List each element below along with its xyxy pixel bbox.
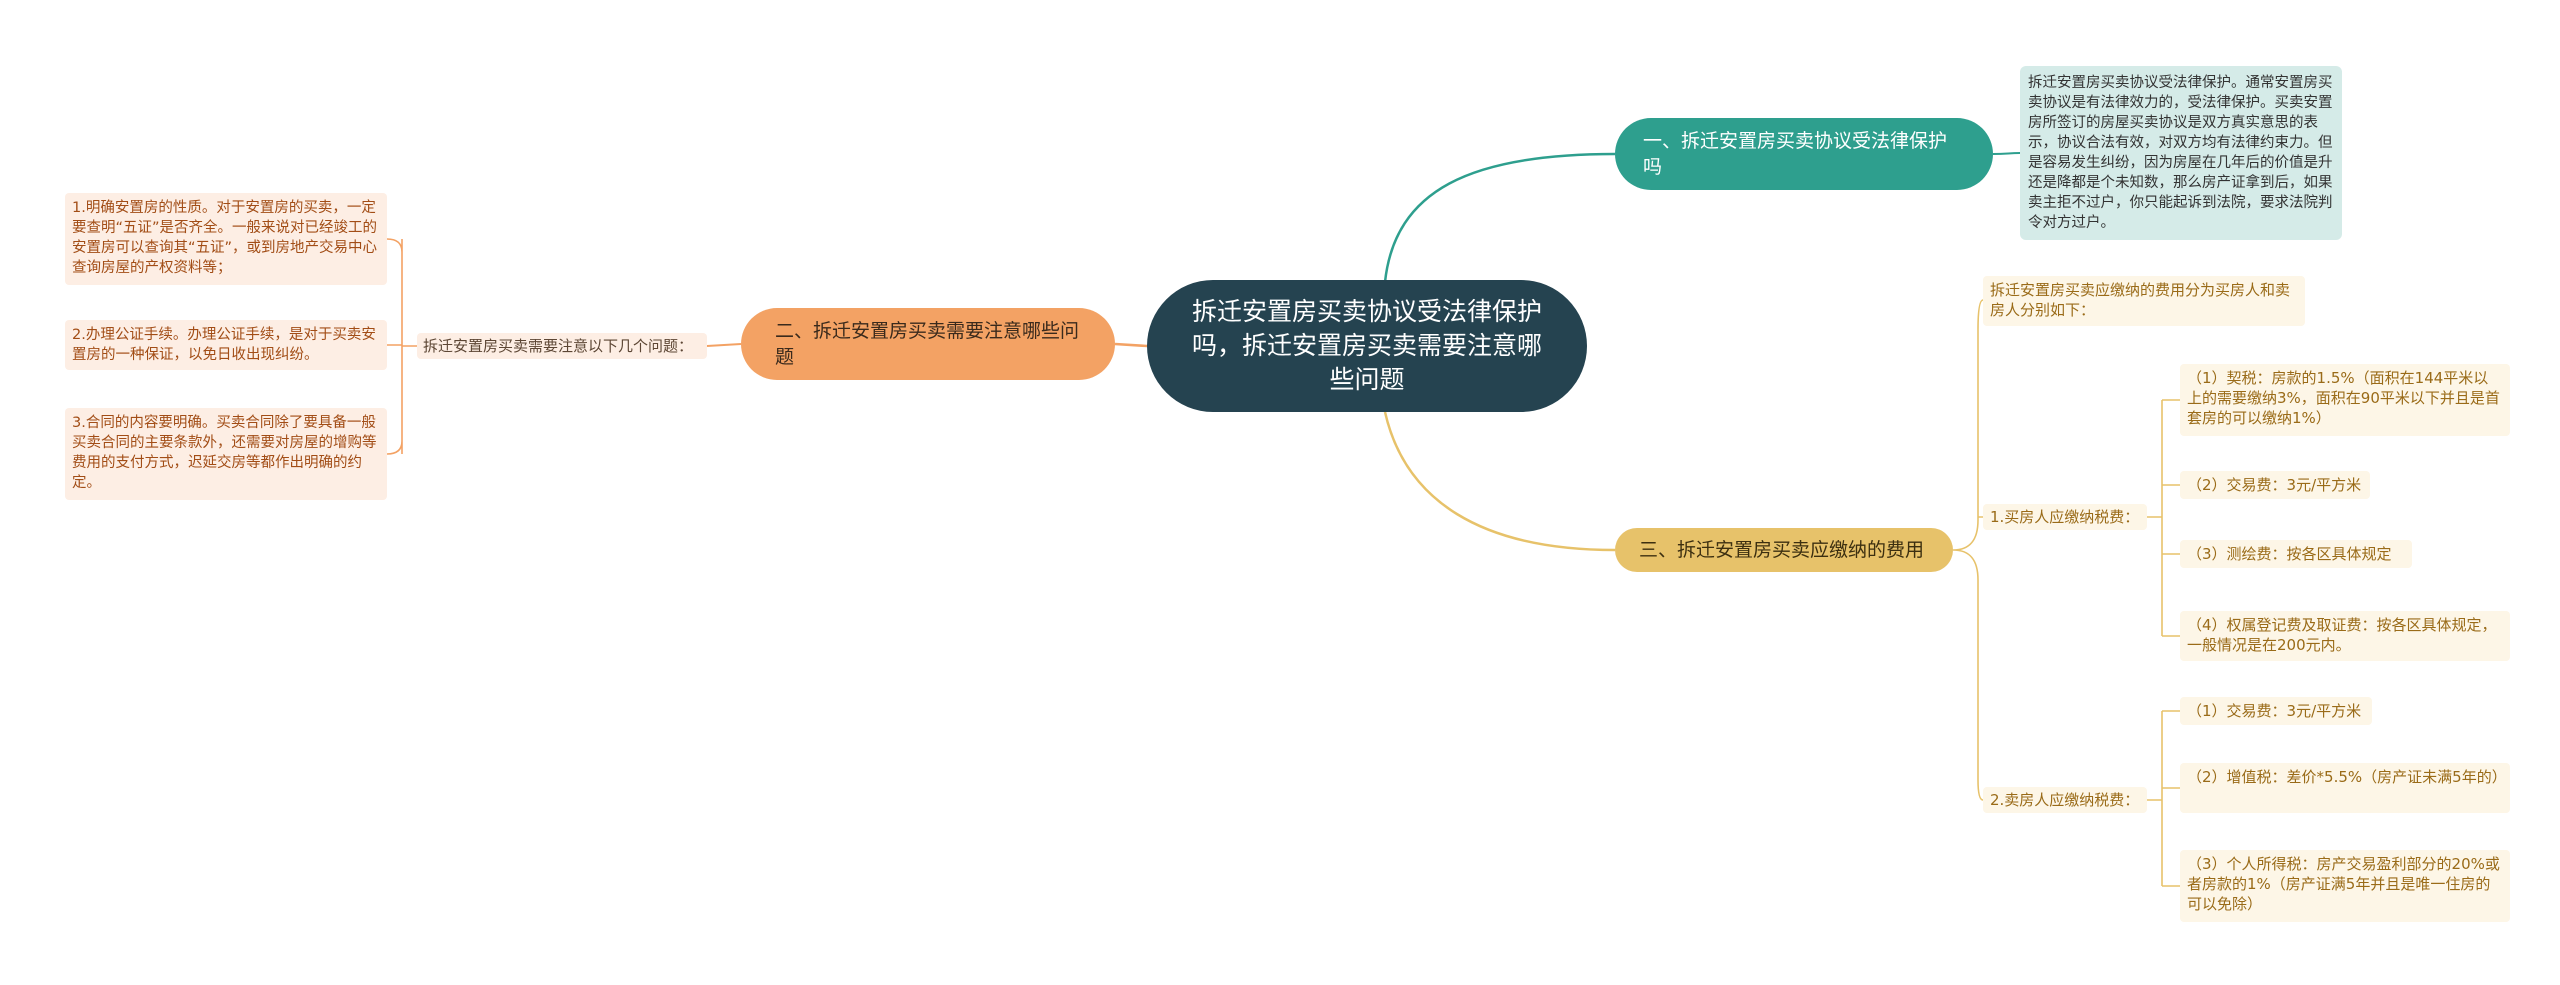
buyer-fee-item-2-text: （2）交易费：3元/平方米 — [2187, 476, 2362, 494]
seller-fees[interactable]: 2.卖房人应缴纳税费： — [1983, 787, 2147, 813]
buyer-fee-item-2[interactable]: （2）交易费：3元/平方米 — [2180, 471, 2370, 499]
buyer-fees[interactable]: 1.买房人应缴纳税费： — [1983, 504, 2147, 530]
seller-fee-item-2[interactable]: （2）增值税：差价*5.5%（房产证未满5年的） — [2180, 763, 2510, 813]
buyer-fee-item-1-text: （1）契税：房款的1.5%（面积在144平米以上的需要缴纳3%，面积在90平米以… — [2187, 369, 2500, 427]
buyer-fee-item-4[interactable]: （4）权属登记费及取证费：按各区具体规定，一般情况是在200元内。 — [2180, 611, 2510, 661]
precautions-intro-text: 拆迁安置房买卖需要注意以下几个问题： — [423, 337, 694, 355]
seller-fee-item-3[interactable]: （3）个人所得税：房产交易盈利部分的20%或者房款的1%（房产证满5年并且是唯一… — [2180, 850, 2510, 922]
precaution-item-2-text: 2.办理公证手续。办理公证手续，是对于买卖安置房的一种保证，以免日收出现纠纷。 — [72, 327, 376, 363]
seller-fee-item-2-text: （2）增值税：差价*5.5%（房产证未满5年的） — [2187, 768, 2507, 786]
branch-legal-protection[interactable]: 一、拆迁安置房买卖协议受法律保护吗 — [1615, 118, 1993, 190]
precaution-item-1-text: 1.明确安置房的性质。对于安置房的买卖，一定要查明“五证”是否齐全。一般来说对已… — [72, 200, 378, 276]
link-buyer-items — [2147, 399, 2180, 637]
link-branch2-intro — [706, 343, 742, 347]
seller-fee-item-3-text: （3）个人所得税：房产交易盈利部分的20%或者房款的1%（房产证满5年并且是唯一… — [2187, 855, 2500, 913]
buyer-fee-item-4-text: （4）权属登记费及取证费：按各区具体规定，一般情况是在200元内。 — [2187, 616, 2497, 654]
precaution-item-2[interactable]: 2.办理公证手续。办理公证手续，是对于买卖安置房的一种保证，以免日收出现纠纷。 — [65, 320, 387, 370]
link-root-branch1 — [1383, 152, 1616, 283]
precaution-item-3-text: 3.合同的内容要明确。买卖合同除了要具备一般买卖合同的主要条款外，还需要对房屋的… — [72, 415, 377, 491]
link-branch1-content — [1992, 152, 2021, 155]
fees-intro-text: 拆迁安置房买卖应缴纳的费用分为买房人和卖房人分别如下： — [1990, 281, 2291, 319]
link-branch3-children — [1952, 299, 1984, 801]
link-seller-items — [2147, 710, 2180, 887]
link-root-branch2 — [1114, 342, 1148, 348]
seller-fee-item-1-text: （1）交易费：3元/平方米 — [2187, 702, 2362, 720]
precaution-item-1[interactable]: 1.明确安置房的性质。对于安置房的买卖，一定要查明“五证”是否齐全。一般来说对已… — [65, 193, 387, 285]
root-topic[interactable]: 拆迁安置房买卖协议受法律保护吗，拆迁安置房买卖需要注意哪些问题 — [1147, 280, 1587, 412]
seller-fees-label: 2.卖房人应缴纳税费： — [1990, 791, 2140, 809]
branch-fees-label: 三、拆迁安置房买卖应缴纳的费用 — [1639, 539, 1925, 561]
link-root-branch3 — [1383, 411, 1616, 552]
buyer-fee-item-3[interactable]: （3）测绘费：按各区具体规定 — [2180, 540, 2412, 568]
branch-precautions[interactable]: 二、拆迁安置房买卖需要注意哪些问题 — [741, 308, 1115, 380]
branch-legal-protection-label: 一、拆迁安置房买卖协议受法律保护吗 — [1643, 130, 1948, 178]
buyer-fees-label: 1.买房人应缴纳税费： — [1990, 508, 2140, 526]
seller-fee-item-1[interactable]: （1）交易费：3元/平方米 — [2180, 697, 2372, 725]
legal-protection-detail-text: 拆迁安置房买卖协议受法律保护。通常安置房买卖协议是有法律效力的，受法律保护。买卖… — [2028, 75, 2333, 231]
branch-fees[interactable]: 三、拆迁安置房买卖应缴纳的费用 — [1615, 528, 1953, 572]
fees-intro[interactable]: 拆迁安置房买卖应缴纳的费用分为买房人和卖房人分别如下： — [1983, 276, 2305, 326]
link-intro-items — [386, 238, 417, 455]
precaution-item-3[interactable]: 3.合同的内容要明确。买卖合同除了要具备一般买卖合同的主要条款外，还需要对房屋的… — [65, 408, 387, 500]
precautions-intro[interactable]: 拆迁安置房买卖需要注意以下几个问题： — [417, 333, 707, 359]
buyer-fee-item-3-text: （3）测绘费：按各区具体规定 — [2187, 545, 2392, 563]
root-topic-text: 拆迁安置房买卖协议受法律保护吗，拆迁安置房买卖需要注意哪些问题 — [1191, 297, 1542, 394]
buyer-fee-item-1[interactable]: （1）契税：房款的1.5%（面积在144平米以上的需要缴纳3%，面积在90平米以… — [2180, 364, 2510, 436]
legal-protection-detail[interactable]: 拆迁安置房买卖协议受法律保护。通常安置房买卖协议是有法律效力的，受法律保护。买卖… — [2020, 66, 2342, 240]
branch-precautions-label: 二、拆迁安置房买卖需要注意哪些问题 — [775, 320, 1080, 368]
